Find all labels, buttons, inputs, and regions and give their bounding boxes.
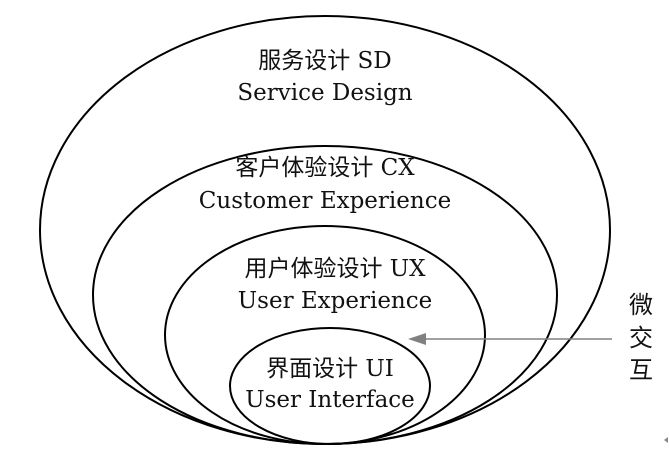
customer-experience-label-cn: 客户体验设计 CX <box>235 155 415 181</box>
user-experience-label-en: User Experience <box>238 288 432 314</box>
service-design-label-en: Service Design <box>237 80 412 106</box>
micro-interaction-char-1: 微 <box>629 291 653 319</box>
micro-interaction-char-3: 互 <box>629 356 653 384</box>
edge-marker-icon <box>664 437 668 443</box>
micro-interaction-char-2: 交 <box>629 324 653 352</box>
user-interface-label-en: User Interface <box>245 387 415 413</box>
customer-experience-label-en: Customer Experience <box>199 188 451 214</box>
user-interface-ellipse <box>229 327 431 445</box>
service-design-label-cn: 服务设计 SD <box>258 48 392 74</box>
micro-interaction-arrowhead <box>408 333 426 345</box>
user-interface-label-cn: 界面设计 UI <box>266 356 394 382</box>
user-experience-label-cn: 用户体验设计 UX <box>244 256 426 282</box>
